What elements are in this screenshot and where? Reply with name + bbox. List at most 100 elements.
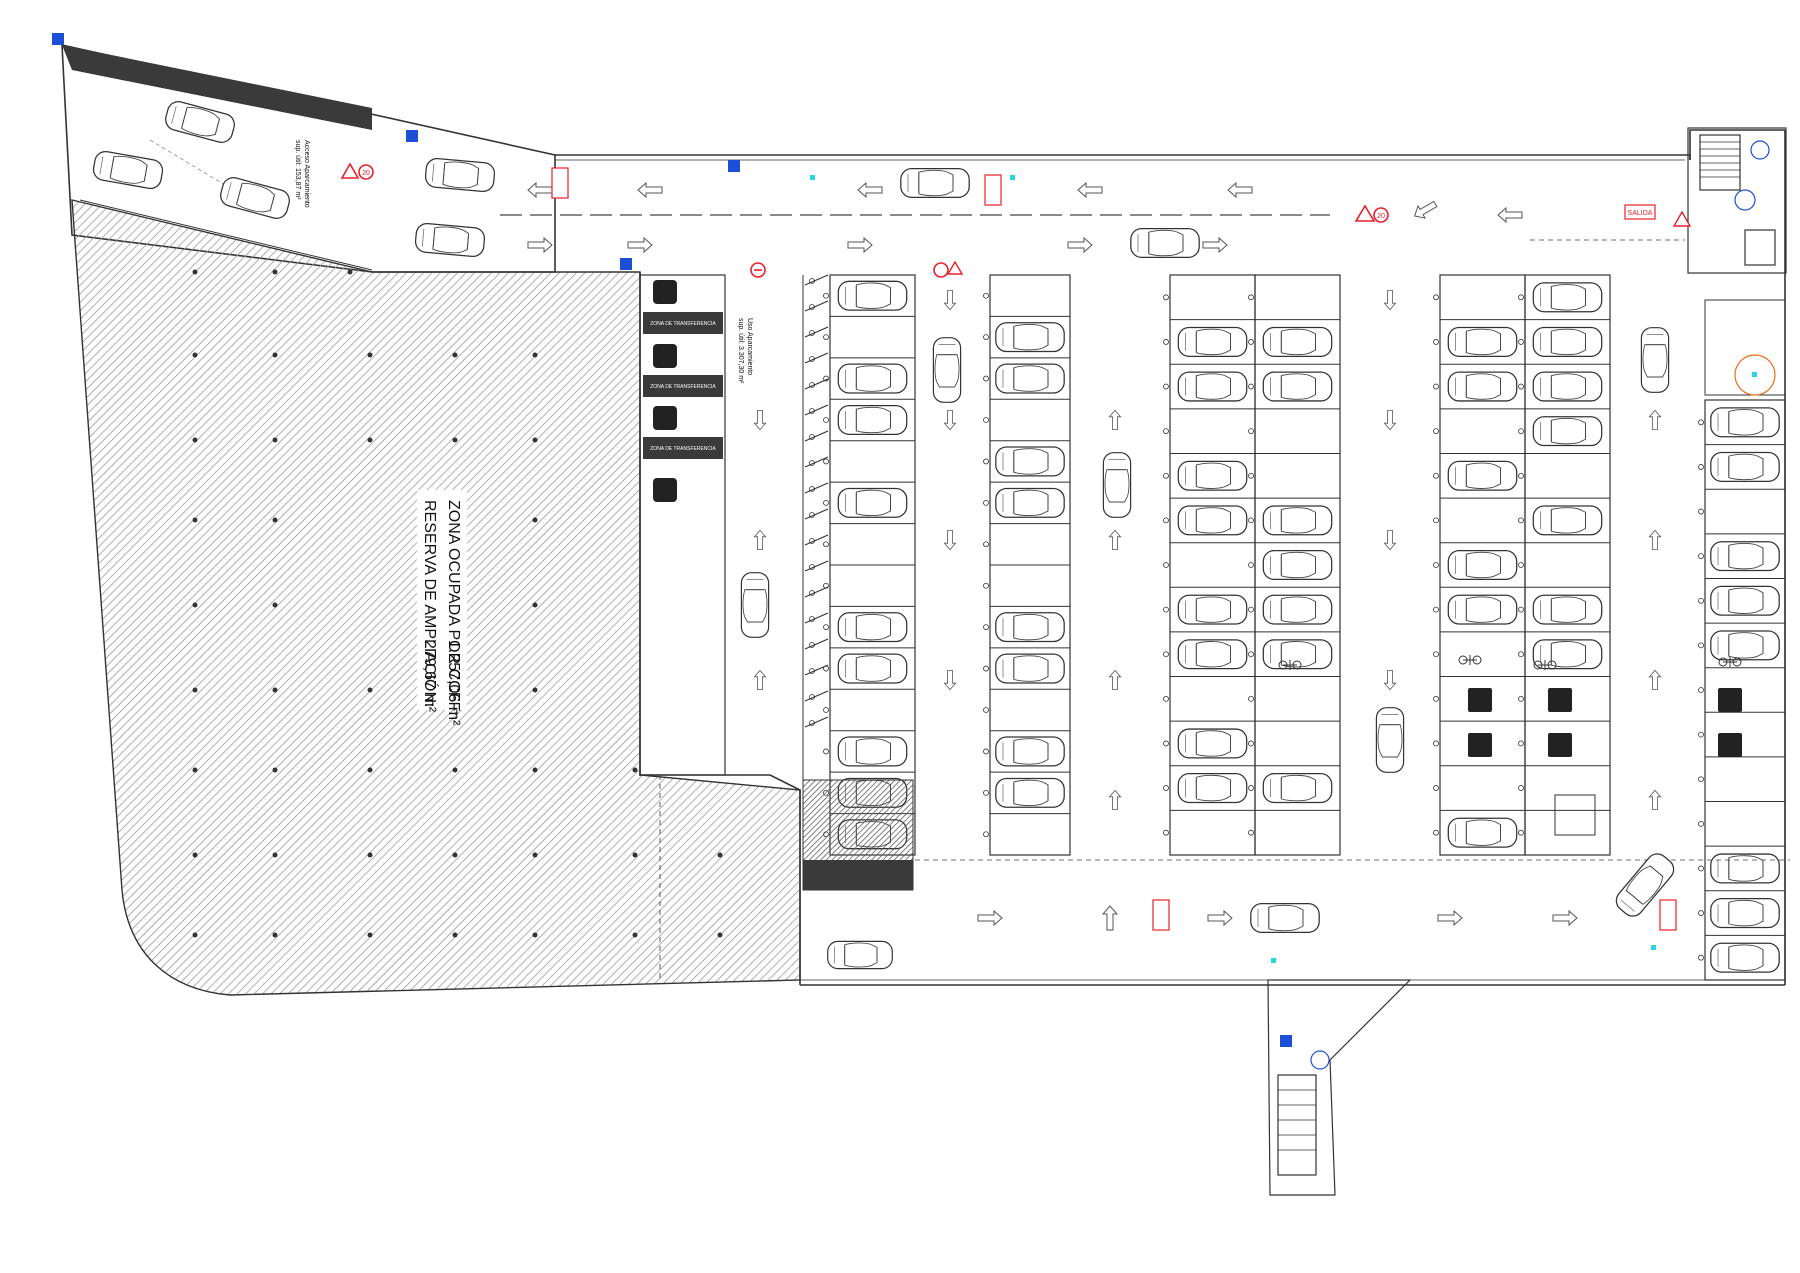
motorcycle-icon: [804, 274, 829, 286]
direction-arrow-icon: [1384, 289, 1396, 311]
accessible-parking-icon: [620, 258, 632, 270]
direction-arrow-icon: [1102, 905, 1118, 931]
direction-arrow-icon: [1384, 670, 1396, 690]
motorcycle-icon: [804, 300, 829, 312]
direction-arrow-icon: [1109, 409, 1121, 431]
use-area-name: Uso Aparcamiento: [746, 318, 753, 375]
accessible-parking-icon: [728, 160, 740, 172]
column-marker: [1433, 785, 1439, 791]
motorcycle-icon: [804, 638, 829, 650]
car-icon: [217, 174, 293, 222]
column-marker: [1163, 383, 1169, 390]
car-icon: [995, 653, 1065, 684]
car-icon: [1532, 282, 1603, 313]
svg-text:20: 20: [362, 170, 370, 177]
warning-triangle-icon: [1672, 210, 1692, 227]
zone-ccff-area: 1.257,06 m²: [445, 640, 462, 726]
column-marker: [1698, 687, 1704, 693]
car-icon: [1447, 326, 1518, 357]
top-aisle: SALIDA 20: [500, 160, 1656, 278]
direction-arrow-icon: [754, 670, 766, 690]
direction-arrow-icon: [754, 530, 766, 550]
car-icon: [1532, 594, 1603, 625]
column-marker: [1518, 428, 1524, 435]
structural-columns: [192, 269, 723, 938]
direction-arrow-icon: [1384, 409, 1396, 431]
ev-charger-icon: [653, 280, 677, 502]
column-marker: [1433, 294, 1439, 301]
access-area-name: Acceso Aparcamiento: [303, 140, 310, 208]
direction-arrow-icon: [944, 409, 956, 431]
car-icon: [1532, 416, 1603, 447]
car-icon: [837, 280, 908, 311]
car-icon: [995, 322, 1065, 353]
transfer-zone: ZONA DE TRANSFERENCIA ZONA DE TRANSFEREN…: [643, 312, 723, 459]
motorcycle-icon: [804, 716, 829, 728]
direction-arrow-icon: [1109, 790, 1121, 810]
column-marker: [1248, 562, 1254, 568]
no-entry-icon: [750, 260, 964, 278]
column-marker: [1698, 865, 1704, 872]
direction-arrow-icon: [1437, 910, 1463, 926]
car-icon: [1177, 371, 1248, 402]
car-icon: [1130, 227, 1200, 259]
car-icon: [1710, 585, 1780, 616]
column-marker: [1433, 517, 1439, 524]
column-marker: [1433, 383, 1439, 390]
motorcycle-icon: [804, 534, 829, 546]
car-icon: [1262, 773, 1333, 804]
direction-arrow-icon: [527, 182, 1523, 253]
column-marker: [1248, 785, 1254, 791]
column-marker: [983, 665, 989, 672]
column-marker: [983, 292, 989, 299]
car-icon: [933, 338, 960, 403]
svg-text:ZONA DE TRANSFERENCIA: ZONA DE TRANSFERENCIA: [650, 321, 716, 327]
column-marker: [1163, 562, 1169, 568]
column-marker: [1163, 829, 1169, 836]
zone-ccff-label: ZONA OCUPADA POR CCFF:: [445, 500, 462, 716]
column-marker: [1698, 910, 1704, 916]
column-marker: [1163, 517, 1169, 524]
direction-arrow-icon: [944, 530, 956, 550]
parking-rows: [754, 239, 1790, 981]
column-marker: [1698, 419, 1704, 426]
parking-bay-column: [1704, 399, 1786, 981]
car-icon: [995, 736, 1065, 767]
car-icon: [827, 940, 893, 970]
car-icon: [1532, 371, 1603, 402]
column-marker: [1248, 606, 1254, 613]
column-marker: [983, 624, 989, 631]
column-marker: [983, 417, 989, 423]
car-icon: [1177, 326, 1248, 357]
stair-core-bottom: [1267, 979, 1412, 1196]
car-icon: [837, 736, 908, 767]
car-icon: [741, 573, 768, 638]
car-icon: [1710, 630, 1780, 661]
access-area-size: sup. útil: 153,87 m²: [294, 140, 301, 200]
column-marker: [1698, 508, 1704, 515]
column-marker: [823, 624, 829, 631]
column-marker: [1163, 740, 1169, 747]
column-marker: [1248, 339, 1254, 345]
car-icon: [1376, 708, 1403, 773]
column-marker: [1698, 731, 1704, 738]
svg-text:ZONA DE TRANSFERENCIA: ZONA DE TRANSFERENCIA: [650, 446, 716, 452]
access-ramp: Acceso Aparcamiento sup. útil: 153,87 m²…: [52, 33, 496, 271]
motorcycle-icon: [804, 404, 829, 416]
svg-text:20: 20: [1377, 213, 1385, 220]
column-marker: [1518, 472, 1524, 479]
motorcycle-icon: [804, 690, 829, 702]
column-marker: [1163, 294, 1169, 301]
car-icon: [1710, 942, 1780, 973]
car-icon: [1177, 639, 1248, 670]
accessible-parking-icon: [52, 33, 64, 45]
accessible-parking-icon: [1468, 688, 1492, 712]
column-marker: [1698, 642, 1704, 649]
car-icon: [995, 612, 1065, 643]
car-icon: [837, 653, 908, 684]
car-icon: [1250, 902, 1320, 934]
car-icon: [1262, 505, 1333, 536]
accessible-parking-icon: [1718, 733, 1742, 757]
accessible-parking-icon: [1548, 688, 1572, 712]
